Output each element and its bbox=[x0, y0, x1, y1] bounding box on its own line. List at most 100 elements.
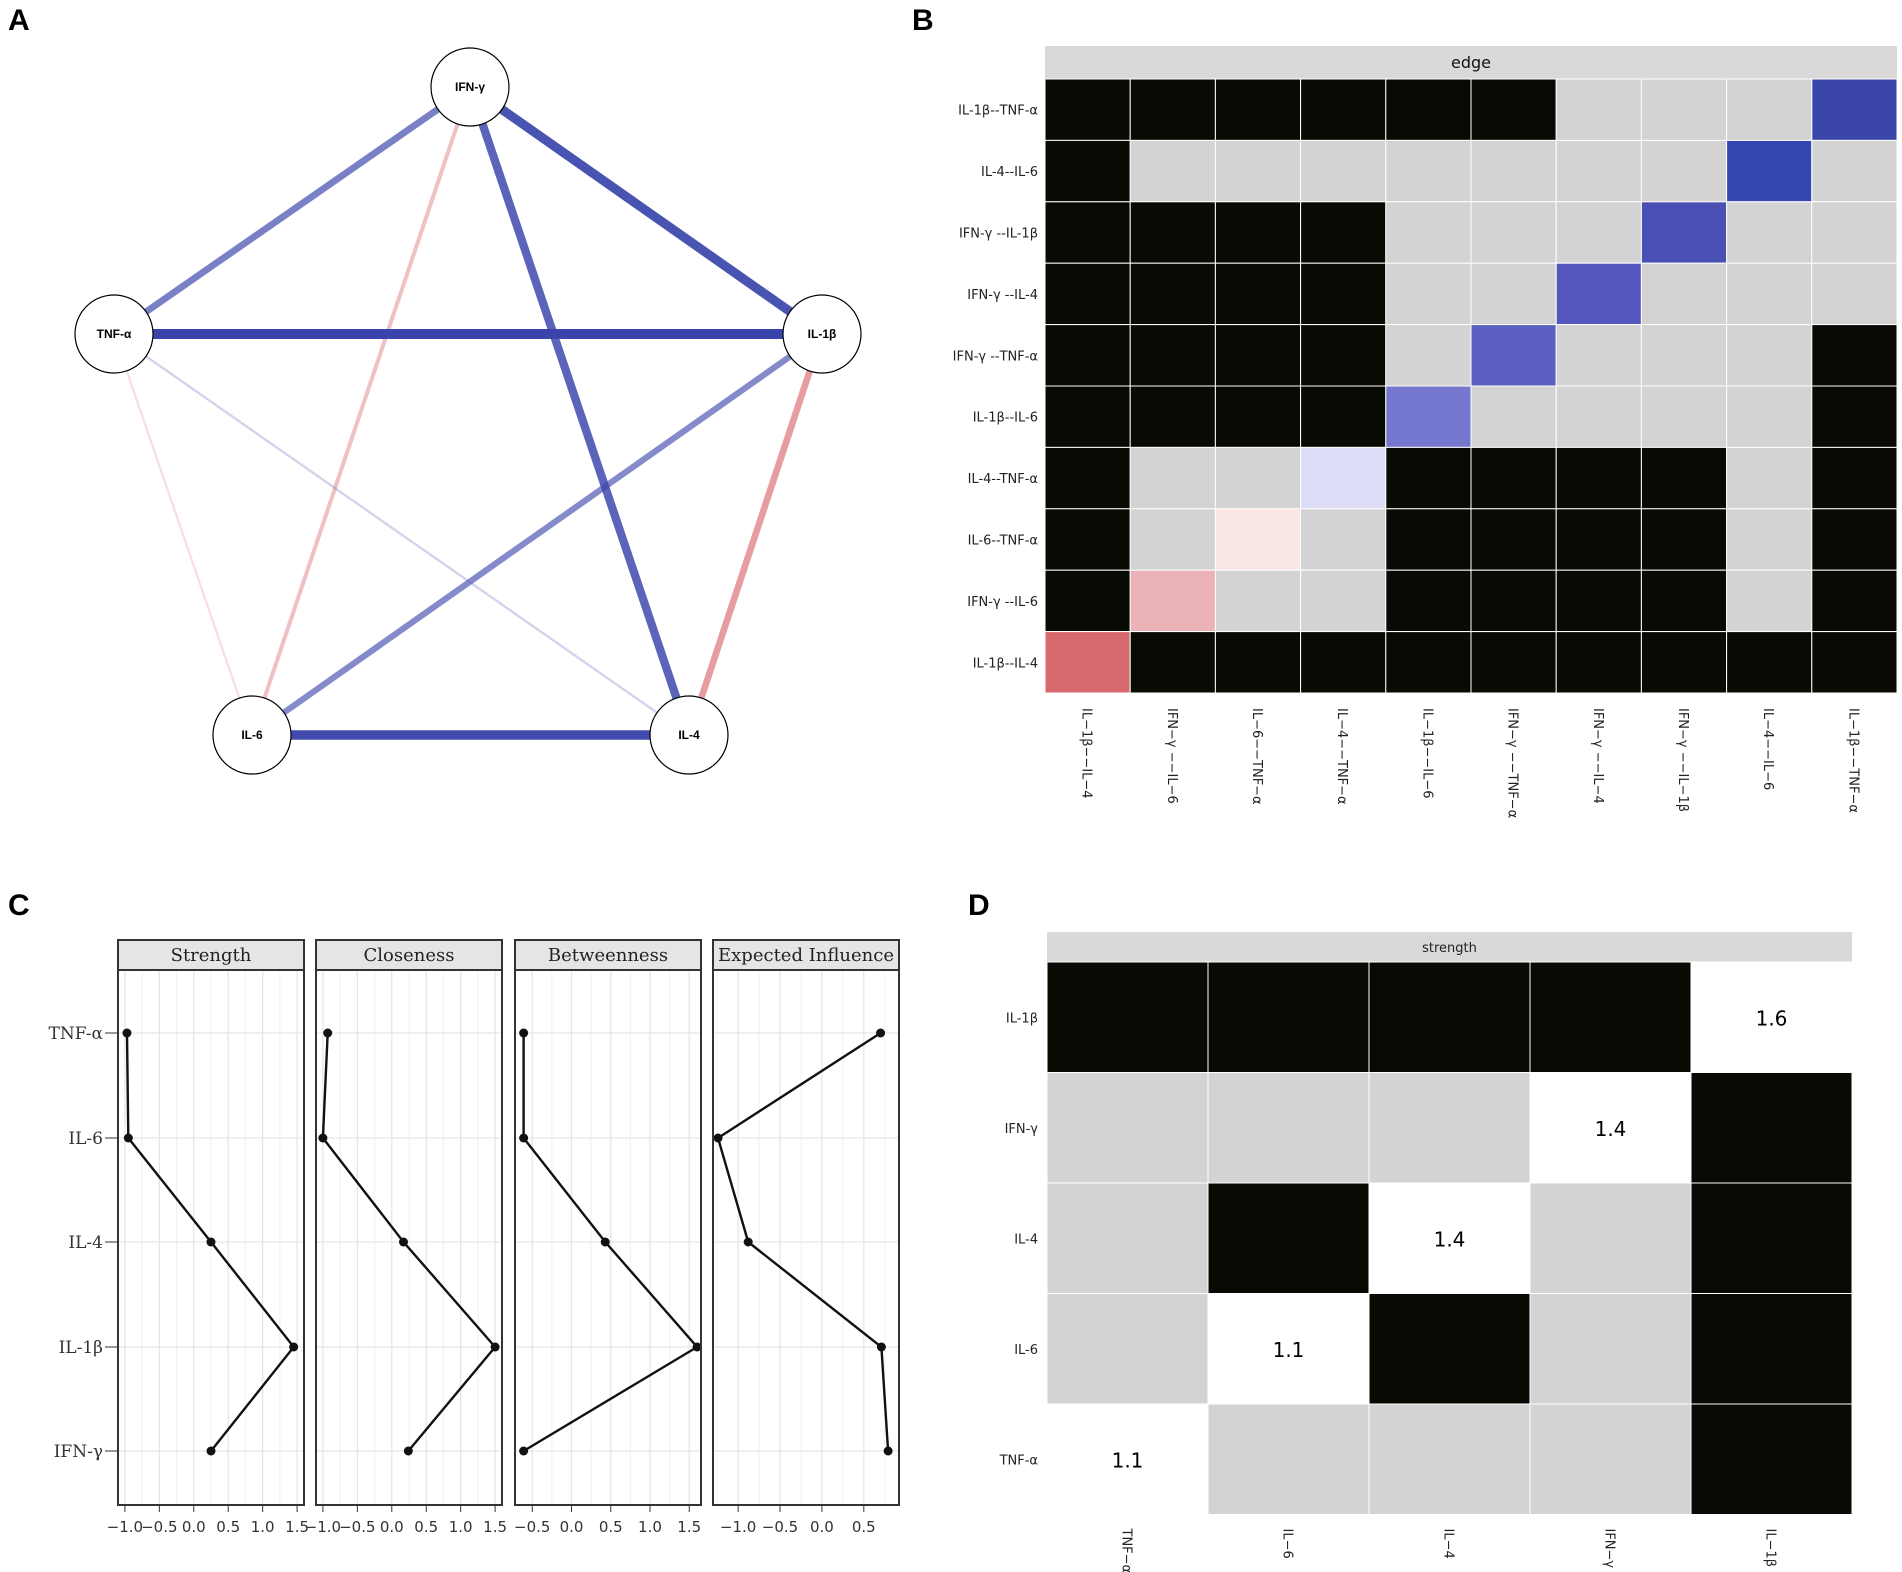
heatmap-cell bbox=[1529, 1072, 1692, 1184]
strip-title: edge bbox=[1451, 53, 1491, 72]
col-label-ifn-il-1: IFN−γ −−IL−1β bbox=[1675, 708, 1690, 812]
heatmap-cell bbox=[1726, 569, 1813, 633]
heatmap-cell bbox=[1640, 201, 1728, 264]
data-point-tnf bbox=[876, 1028, 886, 1038]
heatmap-cell bbox=[1129, 446, 1216, 510]
edge-ifn-il-1 bbox=[467, 83, 825, 338]
edge-il-1-il-6 bbox=[250, 331, 824, 738]
col-label-il-4: IL−4 bbox=[1441, 1529, 1456, 1559]
heatmap-cell bbox=[1811, 262, 1898, 326]
heatmap-cell bbox=[1300, 631, 1387, 694]
facet-title: Betweenness bbox=[548, 945, 668, 966]
node-label-tnf: TNF-α bbox=[97, 327, 132, 341]
heatmap-cell bbox=[1811, 631, 1898, 694]
strip-title: strength bbox=[1422, 941, 1477, 956]
heatmap-cell bbox=[1726, 139, 1813, 203]
heatmap-cell bbox=[1470, 385, 1557, 448]
node-tnf bbox=[74, 294, 154, 374]
heatmap-cell bbox=[1529, 1182, 1692, 1294]
row-label-tnf: TNF-α bbox=[999, 1453, 1038, 1468]
category-label-tnf: TNF-α bbox=[49, 1024, 104, 1044]
edge-ifn-il-4 bbox=[466, 85, 693, 737]
col-label-ifn: IFN−γ bbox=[1602, 1529, 1617, 1569]
heatmap-cell bbox=[1640, 508, 1728, 571]
heatmap-cell bbox=[1470, 508, 1557, 571]
row-label-il-4-tnf: IL-4--TNF-α bbox=[968, 472, 1038, 487]
x-tick-label: −1.0 bbox=[720, 1518, 756, 1536]
heatmap-cell bbox=[1044, 446, 1131, 510]
data-point-ifn bbox=[206, 1446, 216, 1456]
heatmap-cell bbox=[1640, 262, 1728, 326]
heatmap-cell bbox=[1690, 961, 1853, 1073]
heatmap-cell bbox=[1129, 78, 1216, 141]
heatmap-cell bbox=[1640, 139, 1728, 203]
facet-border bbox=[117, 969, 305, 1506]
data-point-il-4 bbox=[398, 1237, 408, 1247]
facet-strip bbox=[315, 939, 503, 971]
heatmap-cell bbox=[1811, 201, 1898, 264]
col-label-il-4-tnf: IL−4−−TNF−α bbox=[1334, 708, 1349, 805]
heatmap-cell bbox=[1214, 508, 1302, 571]
heatmap-cell bbox=[1470, 569, 1557, 633]
heatmap-cell bbox=[1044, 78, 1131, 141]
heatmap-cell bbox=[1470, 262, 1557, 326]
facet-background bbox=[515, 970, 701, 1505]
x-tick-label: 1.5 bbox=[677, 1518, 701, 1536]
row-label-il-4-il-6: IL-4--IL-6 bbox=[981, 165, 1038, 180]
heatmap-cell bbox=[1207, 1293, 1370, 1405]
diagonal-value: 1.4 bbox=[1595, 1117, 1627, 1141]
heatmap-cell bbox=[1207, 961, 1370, 1073]
data-point-tnf bbox=[519, 1028, 529, 1038]
heatmap-cell bbox=[1811, 569, 1898, 633]
data-point-tnf bbox=[323, 1028, 333, 1038]
heatmap-cell bbox=[1300, 201, 1387, 264]
edge-tnf-il-4 bbox=[113, 333, 690, 736]
heatmap-cell bbox=[1470, 139, 1557, 203]
x-tick-label: 0.0 bbox=[182, 1518, 206, 1536]
heatmap-cell bbox=[1690, 1293, 1853, 1405]
heatmap-cell bbox=[1300, 385, 1387, 448]
col-label-il-1-il-4: IL−1β−−IL−4 bbox=[1079, 708, 1094, 799]
facet-background bbox=[713, 970, 899, 1505]
row-label-il-6: IL-6 bbox=[1014, 1343, 1038, 1358]
x-tick-label: 1.0 bbox=[449, 1518, 473, 1536]
heatmap-cell bbox=[1726, 446, 1813, 510]
panel-letter-d: D bbox=[968, 889, 990, 922]
facet-title: Strength bbox=[171, 945, 252, 966]
row-label-il-6-tnf: IL-6--TNF-α bbox=[968, 534, 1038, 549]
heatmap-cell bbox=[1640, 631, 1728, 694]
heatmap-cell bbox=[1385, 139, 1472, 203]
heatmap-cell bbox=[1726, 262, 1813, 326]
heatmap-cell bbox=[1811, 446, 1898, 510]
heatmap-cell bbox=[1044, 201, 1131, 264]
heatmap-cell bbox=[1385, 446, 1472, 510]
heatmap-cell bbox=[1529, 1403, 1692, 1515]
data-point-il-1 bbox=[692, 1342, 702, 1352]
data-point-il-1 bbox=[289, 1342, 299, 1352]
edge-il-1-il-4 bbox=[685, 332, 826, 737]
col-label-il-6-tnf: IL−6−−TNF−α bbox=[1249, 708, 1264, 805]
heatmap-cell bbox=[1214, 201, 1302, 264]
heatmap-cell bbox=[1300, 139, 1387, 203]
heatmap-cell bbox=[1214, 446, 1302, 510]
x-tick-label: 1.0 bbox=[251, 1518, 275, 1536]
data-point-il-4 bbox=[743, 1237, 753, 1247]
data-point-il-1 bbox=[490, 1342, 500, 1352]
x-tick-label: 0.0 bbox=[380, 1518, 404, 1536]
facet-strip bbox=[514, 939, 702, 971]
heatmap-cell bbox=[1555, 631, 1642, 694]
heatmap-cell bbox=[1214, 262, 1302, 326]
heatmap-cell bbox=[1726, 385, 1813, 448]
heatmap-cell bbox=[1129, 569, 1216, 633]
col-label-ifn-tnf: IFN−γ −−TNF−α bbox=[1505, 708, 1520, 818]
x-tick-label: −1.0 bbox=[305, 1518, 341, 1536]
facet-title: Expected Influence bbox=[718, 945, 894, 966]
heatmap-cell bbox=[1129, 385, 1216, 448]
heatmap-cell bbox=[1811, 385, 1898, 448]
category-label-il-4: IL-4 bbox=[68, 1233, 103, 1253]
heatmap-cell bbox=[1214, 569, 1302, 633]
heatmap-cell bbox=[1555, 508, 1642, 571]
